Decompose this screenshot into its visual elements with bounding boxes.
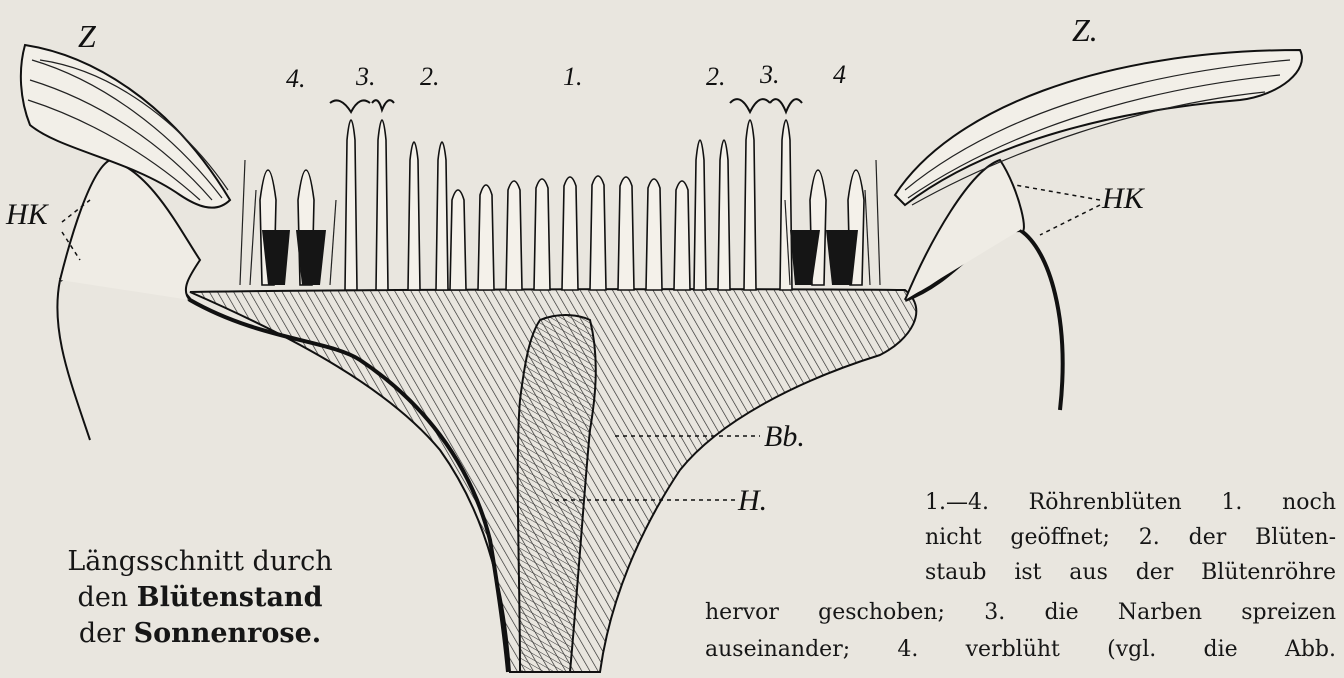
- legend-line-1: 1.—4. Röhrenblüten 1. noch: [925, 490, 1336, 515]
- legend-line-5: auseinander; 4. verblüht (vgl. die Abb.: [705, 637, 1336, 662]
- label-num-4-right: 4: [833, 60, 846, 90]
- legend-line-4: hervor geschoben; 3. die Narben spreizen: [705, 600, 1336, 625]
- caption-line-3: der Sonnenrose.: [20, 616, 380, 652]
- caption-line-2: den Blütenstand: [20, 580, 380, 616]
- caption-line-3-bold: Sonnenrose.: [134, 618, 322, 649]
- label-num-2-right: 2.: [706, 62, 726, 92]
- figure-caption: Längsschnitt durch den Blütenstand der S…: [20, 544, 380, 652]
- label-bb: Bb.: [764, 420, 805, 454]
- label-h: H.: [738, 484, 767, 518]
- label-num-3-right: 3.: [760, 60, 780, 90]
- label-z-left: Z: [78, 18, 96, 55]
- legend-line-2: nicht geöffnet; 2. der Blüten-: [925, 525, 1336, 550]
- caption-line-3-prefix: der: [79, 618, 134, 649]
- label-hk-left: HK: [6, 198, 48, 232]
- label-hk-right: HK: [1102, 182, 1144, 216]
- label-num-1: 1.: [563, 62, 583, 92]
- label-z-right: Z.: [1072, 12, 1098, 49]
- caption-line-1: Längsschnitt durch: [20, 544, 380, 580]
- caption-line-2-prefix: den: [78, 582, 137, 613]
- legend-line-3: staub ist aus der Blütenröhre: [925, 560, 1336, 585]
- label-num-4-left: 4.: [286, 64, 306, 94]
- disc-florets-center: [450, 176, 690, 290]
- label-num-3-left: 3.: [356, 62, 376, 92]
- label-num-2-left: 2.: [420, 62, 440, 92]
- caption-line-2-bold: Blütenstand: [137, 582, 323, 613]
